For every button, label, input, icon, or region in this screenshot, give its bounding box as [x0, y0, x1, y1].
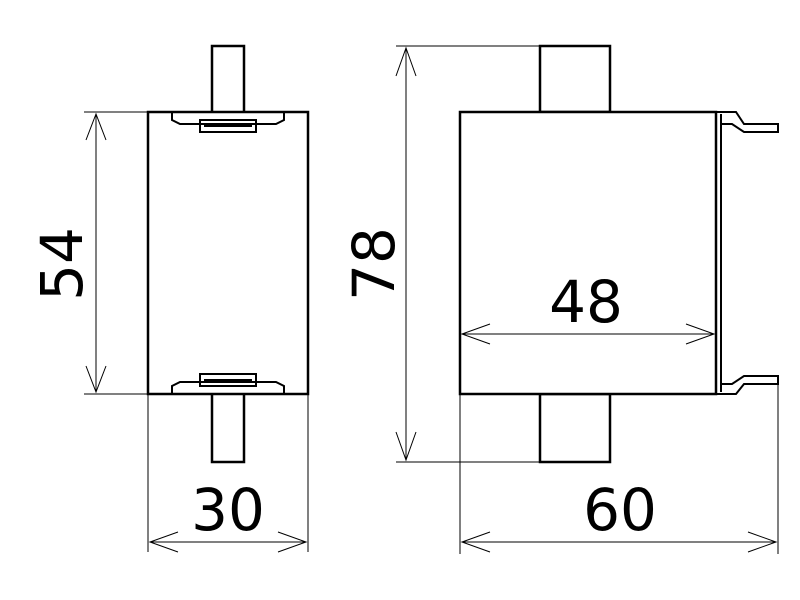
side-view-body [146, 110, 310, 396]
dimension-side-width: 30 [147, 394, 309, 553]
front-view-top-stud [538, 44, 612, 114]
front-height-label: 78 [340, 227, 408, 301]
side-view-top-clip [171, 112, 285, 133]
dimension-side-height: 54 [28, 111, 148, 395]
side-view: 54 30 [28, 44, 310, 553]
dimension-front-inner-width: 48 [460, 268, 716, 345]
front-view: 78 48 60 [340, 44, 779, 554]
front-view-top-terminal [716, 111, 779, 133]
side-view-bottom-clip [171, 373, 285, 394]
dimension-front-width: 60 [459, 384, 779, 554]
front-view-body [458, 110, 718, 396]
front-view-bottom-terminal [716, 375, 779, 395]
side-height-label: 54 [28, 227, 96, 301]
side-view-bottom-stud [210, 382, 246, 464]
side-width-label: 30 [191, 476, 265, 544]
dimension-front-height: 78 [340, 45, 540, 463]
front-inner-width-label: 48 [549, 268, 623, 336]
front-view-bottom-stud [538, 392, 612, 464]
front-width-label: 60 [583, 476, 657, 544]
